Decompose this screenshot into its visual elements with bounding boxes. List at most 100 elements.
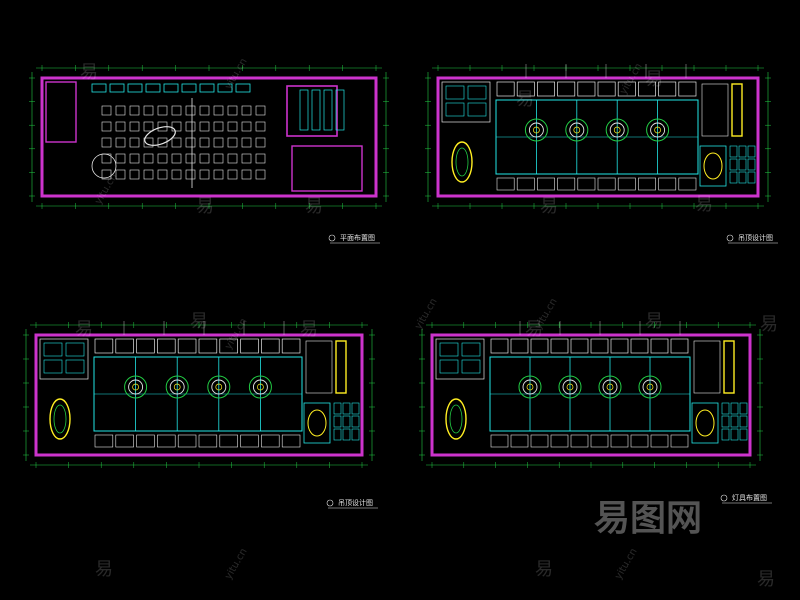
- light-core: [526, 383, 534, 391]
- grid-cell: [739, 428, 748, 441]
- ceiling-cell: [557, 81, 576, 97]
- round-ceiling-light: [518, 375, 542, 399]
- watermark-glyph: 易: [305, 196, 323, 217]
- stair-arc: [91, 153, 117, 179]
- round-ceiling-light-inner: [211, 379, 227, 395]
- seat-unit: [129, 137, 140, 148]
- side-room: [39, 338, 89, 380]
- ceiling-cell: [670, 338, 689, 354]
- ceiling-cell: [650, 434, 669, 448]
- ceiling-cell: [537, 81, 555, 97]
- ceiling-cell: [219, 338, 238, 354]
- light-core: [613, 126, 621, 134]
- light-core: [257, 383, 264, 391]
- ceiling-cell: [577, 81, 596, 97]
- watermark-glyph: 易: [516, 89, 534, 110]
- ceiling-cell: [658, 177, 677, 191]
- round-ceiling-light: [524, 118, 548, 142]
- seat-unit: [227, 121, 238, 132]
- seat-unit: [171, 153, 182, 164]
- ceiling-cell: [240, 434, 259, 448]
- watermark-url: yitu.cn: [223, 547, 250, 582]
- seat-unit: [185, 169, 196, 180]
- side-room: [441, 81, 491, 123]
- light-core: [654, 126, 661, 134]
- light-core: [573, 126, 581, 134]
- seat-unit: [115, 153, 126, 164]
- grid-cell: [739, 415, 748, 428]
- watermark-glyph: 易: [760, 314, 778, 335]
- round-ceiling-light-inner: [522, 379, 538, 395]
- booth: [299, 89, 309, 131]
- side-room: [693, 340, 721, 394]
- side-room: [435, 338, 485, 380]
- decor-block: [199, 83, 215, 93]
- ceiling-cell: [570, 434, 589, 448]
- ceiling-cell: [617, 177, 636, 191]
- seat-unit: [255, 137, 266, 148]
- room-partition: [286, 85, 338, 137]
- side-cell: [467, 85, 487, 100]
- ceiling-cell: [650, 338, 669, 354]
- ceiling-cell: [490, 338, 509, 354]
- grid-cell: [721, 428, 730, 441]
- round-ceiling-light-inner: [642, 379, 658, 395]
- ceiling-cell: [496, 177, 515, 191]
- side-cell: [43, 359, 63, 374]
- grid-cell: [730, 415, 739, 428]
- seat-unit: [143, 137, 154, 148]
- light-core: [132, 383, 139, 391]
- side-cell: [439, 342, 459, 357]
- ceiling-cell: [597, 81, 616, 97]
- ceiling-cell: [136, 434, 155, 448]
- watermark-glyph: 易: [645, 69, 663, 90]
- watermark-glyph: 易: [757, 569, 775, 590]
- seat-unit: [255, 121, 266, 132]
- side-cell: [445, 85, 465, 100]
- seat-unit: [241, 153, 252, 164]
- seat-unit: [171, 121, 182, 132]
- seat-unit: [143, 121, 154, 132]
- grid-cell: [342, 415, 351, 428]
- light-core: [566, 383, 574, 391]
- title-marker-icon: [328, 234, 336, 242]
- seat-unit: [255, 169, 266, 180]
- ceiling-cell: [157, 338, 176, 354]
- round-ceiling-light: [605, 118, 629, 142]
- decor-block: [163, 83, 179, 93]
- grid-cell: [721, 415, 730, 428]
- decor-block: [109, 83, 125, 93]
- round-ceiling-light: [124, 375, 148, 399]
- watermark-glyph: 易: [75, 319, 93, 340]
- round-ceiling-light: [165, 375, 189, 399]
- watermark-glyph: 易: [196, 196, 214, 217]
- booth: [311, 89, 321, 131]
- grid-cell: [747, 145, 756, 158]
- seat-unit: [213, 105, 224, 116]
- round-ceiling-light-inner: [562, 379, 578, 395]
- octagon-light: [703, 152, 723, 180]
- seat-unit: [157, 137, 168, 148]
- ceiling-cell: [490, 434, 509, 448]
- octagon-room: [699, 145, 727, 187]
- seat-unit: [255, 153, 266, 164]
- grid-cell: [342, 402, 351, 415]
- octagon-room: [691, 402, 719, 444]
- seat-unit: [213, 169, 224, 180]
- seat-unit: [213, 153, 224, 164]
- ceiling-cell: [658, 81, 677, 97]
- watermark-glyph: 易: [535, 559, 553, 580]
- grid-cell: [721, 402, 730, 415]
- oval-ceiling: [451, 141, 473, 183]
- seat-unit: [171, 105, 182, 116]
- seat-unit: [115, 169, 126, 180]
- watermark-glyph: 易: [300, 319, 318, 340]
- seat-unit: [129, 169, 140, 180]
- ceiling-cell: [198, 338, 218, 354]
- grid-cell: [351, 402, 360, 415]
- seat-unit: [241, 105, 252, 116]
- ceiling-cell: [496, 81, 515, 97]
- grid-cell: [738, 171, 747, 184]
- grid-cell: [729, 171, 738, 184]
